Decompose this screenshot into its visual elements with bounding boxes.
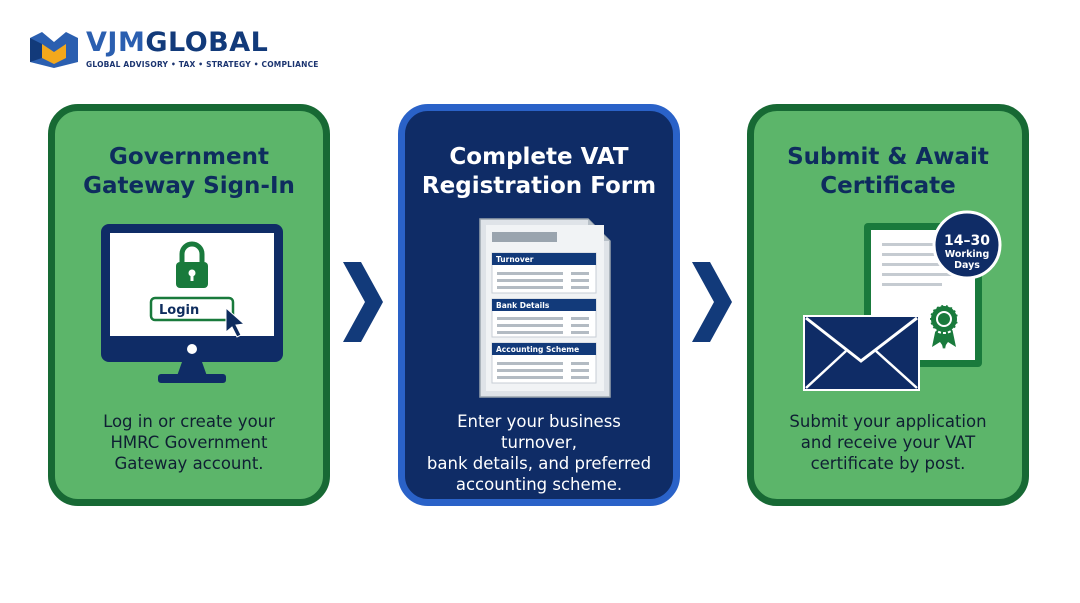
form-section-label: Bank Details [496, 301, 550, 310]
step-card-form: Complete VAT Registration Form Turnover … [398, 104, 680, 506]
brand-name: VJMGLOBAL [86, 26, 268, 60]
step-description: Submit your application and receive your… [768, 411, 1008, 474]
form-section-label: Accounting Scheme [496, 345, 579, 354]
brand-name-part2: GLOBAL [145, 27, 269, 58]
chevron-right-icon [343, 262, 383, 342]
step-title-line: Certificate [820, 173, 956, 199]
badge-days-range: 14–30 [944, 233, 990, 249]
badge-working-label: Working [945, 249, 990, 260]
step-title-line: Registration Form [421, 173, 657, 199]
step-desc-line: Enter your business turnover, [457, 412, 621, 452]
envelope-icon [803, 315, 920, 391]
step-title: Complete VAT Registration Form [405, 143, 673, 201]
brand-name-part1: VJM [86, 27, 146, 58]
step-description: Log in or create your HMRC Government Ga… [69, 411, 309, 474]
step-desc-line: Log in or create your [103, 412, 275, 431]
cursor-icon [225, 306, 246, 338]
step-title: Government Gateway Sign-In [55, 143, 323, 201]
step-desc-line: accounting scheme. [455, 475, 623, 494]
envelope-certificate-icon: 14–30 Working Days [803, 210, 1002, 391]
step-desc-line: bank details, and preferred [426, 454, 652, 473]
duration-badge: 14–30 Working Days [932, 210, 1002, 280]
step-title-line: Gateway Sign-In [83, 173, 295, 199]
login-label: Login [159, 303, 199, 318]
step-desc-line: Submit your application [789, 412, 987, 431]
step-title-line: Complete VAT [449, 144, 629, 170]
step-title: Submit & Await Certificate [754, 143, 1022, 201]
chevron-right-icon [692, 262, 732, 342]
step-desc-line: and receive your VAT [800, 433, 976, 452]
form-section-label: Turnover [496, 255, 534, 264]
brand-tagline: GLOBAL ADVISORY • TAX • STRATEGY • COMPL… [86, 60, 319, 69]
step-title-line: Submit & Await [787, 144, 989, 170]
brand-logo: VJMGLOBAL GLOBAL ADVISORY • TAX • STRATE… [28, 26, 328, 76]
step-desc-line: certificate by post. [810, 454, 966, 473]
step-desc-line: Gateway account. [114, 454, 264, 473]
step-description: Enter your business turnover, bank detai… [419, 411, 659, 495]
computer-login-icon: Login [101, 224, 283, 383]
form-document-icon: Turnover Bank Details Accounting Scheme [479, 218, 611, 398]
lock-icon [176, 241, 208, 288]
step-card-signin: Government Gateway Sign-In Login Log in … [48, 104, 330, 506]
step-title-line: Government [109, 144, 269, 170]
step-card-submit: Submit & Await Certificate [747, 104, 1029, 506]
badge-days-label: Days [954, 260, 980, 271]
step-desc-line: HMRC Government [110, 433, 268, 452]
vjm-logo-icon [30, 32, 78, 68]
